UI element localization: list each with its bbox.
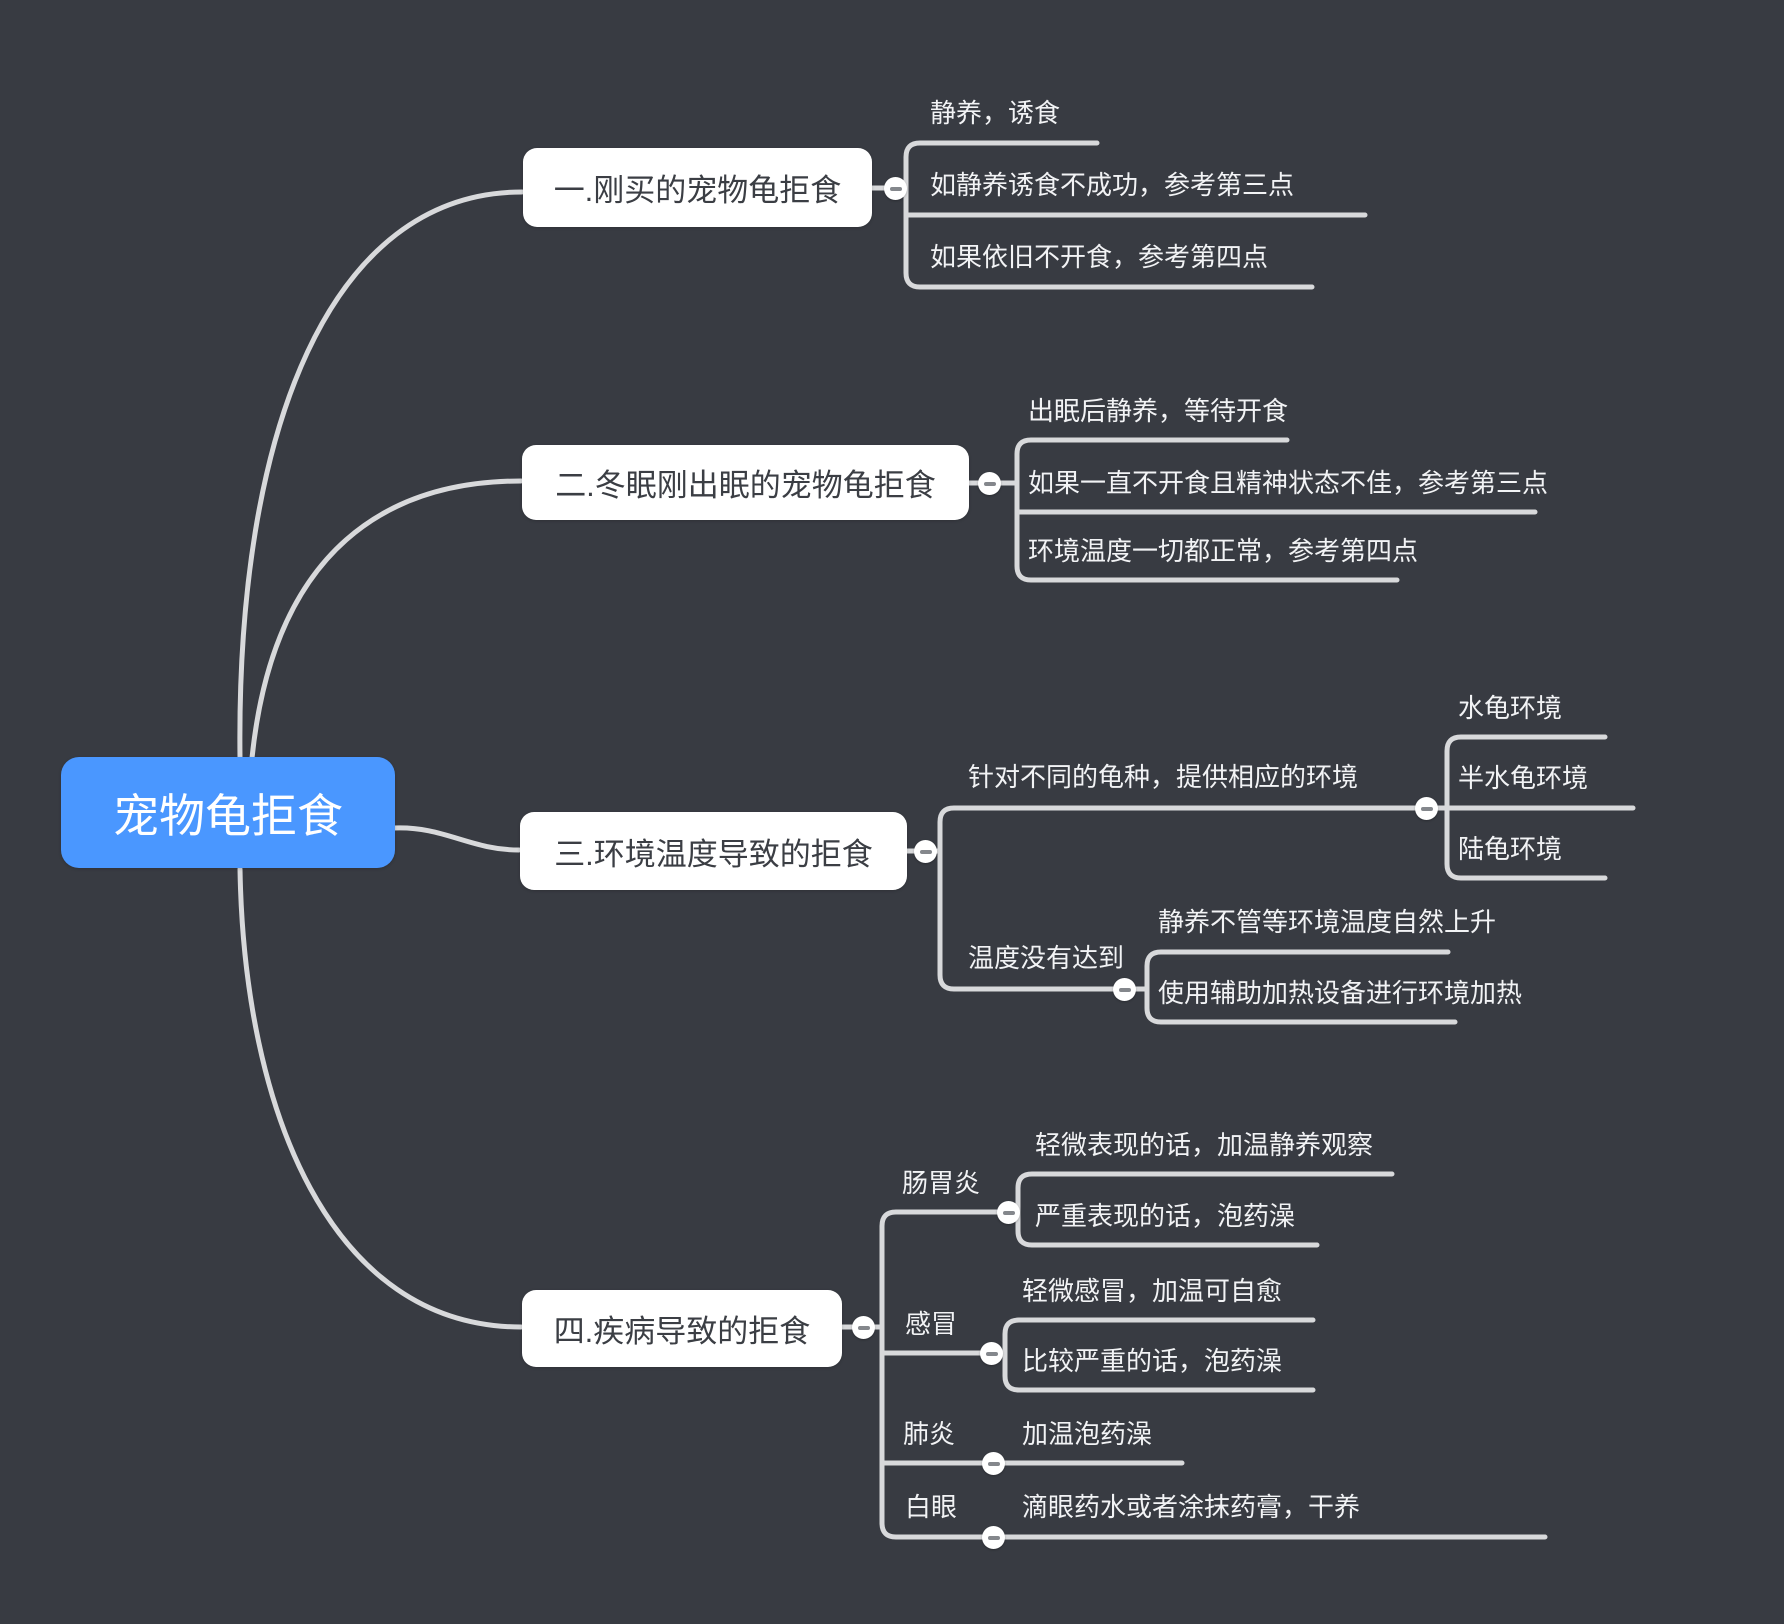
subtopic-label[interactable]: 静养不管等环境温度自然上升 [1158, 907, 1497, 937]
subtopic-label[interactable]: 滴眼药水或者涂抹药膏，干养 [1022, 1492, 1361, 1522]
collapse-button[interactable] [982, 1526, 1005, 1549]
minus-icon [983, 481, 996, 486]
subtopic-label[interactable]: 如果一直不开食且精神状态不佳，参考第三点 [1028, 468, 1549, 498]
minus-icon [919, 849, 932, 854]
subtopic-label[interactable]: 白眼 [905, 1492, 958, 1522]
subtopic-label[interactable]: 比较严重的话，泡药澡 [1022, 1346, 1283, 1376]
subtopic-label[interactable]: 针对不同的龟种，提供相应的环境 [968, 762, 1359, 792]
minus-icon [1002, 1210, 1015, 1215]
root-node[interactable]: 宠物龟拒食 [61, 757, 395, 868]
curve-root-branch2 [249, 478, 524, 761]
subtopic-label[interactable]: 温度没有达到 [968, 943, 1125, 973]
subtopic-label[interactable]: 如果依旧不开食，参考第四点 [930, 242, 1269, 272]
collapse-button[interactable] [982, 1452, 1005, 1475]
collapse-button[interactable] [914, 840, 937, 863]
subtopic-label[interactable]: 出眠后静养，等待开食 [1028, 396, 1289, 426]
collapse-button[interactable] [1415, 797, 1438, 820]
minus-icon [987, 1461, 1000, 1466]
minus-icon [1118, 987, 1131, 992]
curve-root-branch1 [237, 189, 525, 761]
subtopic-label[interactable]: 肺炎 [903, 1419, 956, 1449]
curve-root-branch3 [391, 825, 522, 853]
subtopic-label[interactable]: 感冒 [905, 1309, 958, 1339]
subtopic-label[interactable]: 严重表现的话，泡药澡 [1035, 1201, 1296, 1231]
subtopic-label[interactable]: 轻微表现的话，加温静养观察 [1035, 1130, 1374, 1160]
curve-root-branch4 [237, 866, 524, 1330]
subtopic-label[interactable]: 肠胃炎 [902, 1168, 981, 1198]
minus-icon [985, 1351, 998, 1356]
collapse-button[interactable] [852, 1316, 875, 1339]
subtopic-label[interactable]: 环境温度一切都正常，参考第四点 [1028, 536, 1419, 566]
subtopic-label[interactable]: 使用辅助加热设备进行环境加热 [1158, 978, 1523, 1008]
minus-icon [987, 1535, 1000, 1540]
collapse-button[interactable] [1113, 978, 1136, 1001]
collapse-button[interactable] [978, 472, 1001, 495]
collapse-button[interactable] [884, 177, 907, 200]
branch-node-4[interactable]: 四.疾病导致的拒食 [522, 1290, 842, 1367]
branch-node-3[interactable]: 三.环境温度导致的拒食 [520, 812, 907, 890]
collapse-button[interactable] [997, 1201, 1020, 1224]
subtopic-label[interactable]: 半水龟环境 [1458, 763, 1589, 793]
subtopic-label[interactable]: 静养，诱食 [930, 98, 1061, 128]
subtopic-label[interactable]: 加温泡药澡 [1022, 1419, 1153, 1449]
subtopic-label[interactable]: 轻微感冒，加温可自愈 [1022, 1276, 1283, 1306]
subtopic-label[interactable]: 如静养诱食不成功，参考第三点 [930, 170, 1295, 200]
branch-node-2[interactable]: 二.冬眠刚出眠的宠物龟拒食 [522, 445, 969, 520]
branch-node-1[interactable]: 一.刚买的宠物龟拒食 [523, 148, 872, 227]
minus-icon [857, 1325, 870, 1330]
minus-icon [1420, 806, 1433, 811]
minus-icon [889, 186, 902, 191]
subtopic-label[interactable]: 陆龟环境 [1458, 834, 1563, 864]
collapse-button[interactable] [980, 1342, 1003, 1365]
subtopic-label[interactable]: 水龟环境 [1458, 693, 1563, 723]
